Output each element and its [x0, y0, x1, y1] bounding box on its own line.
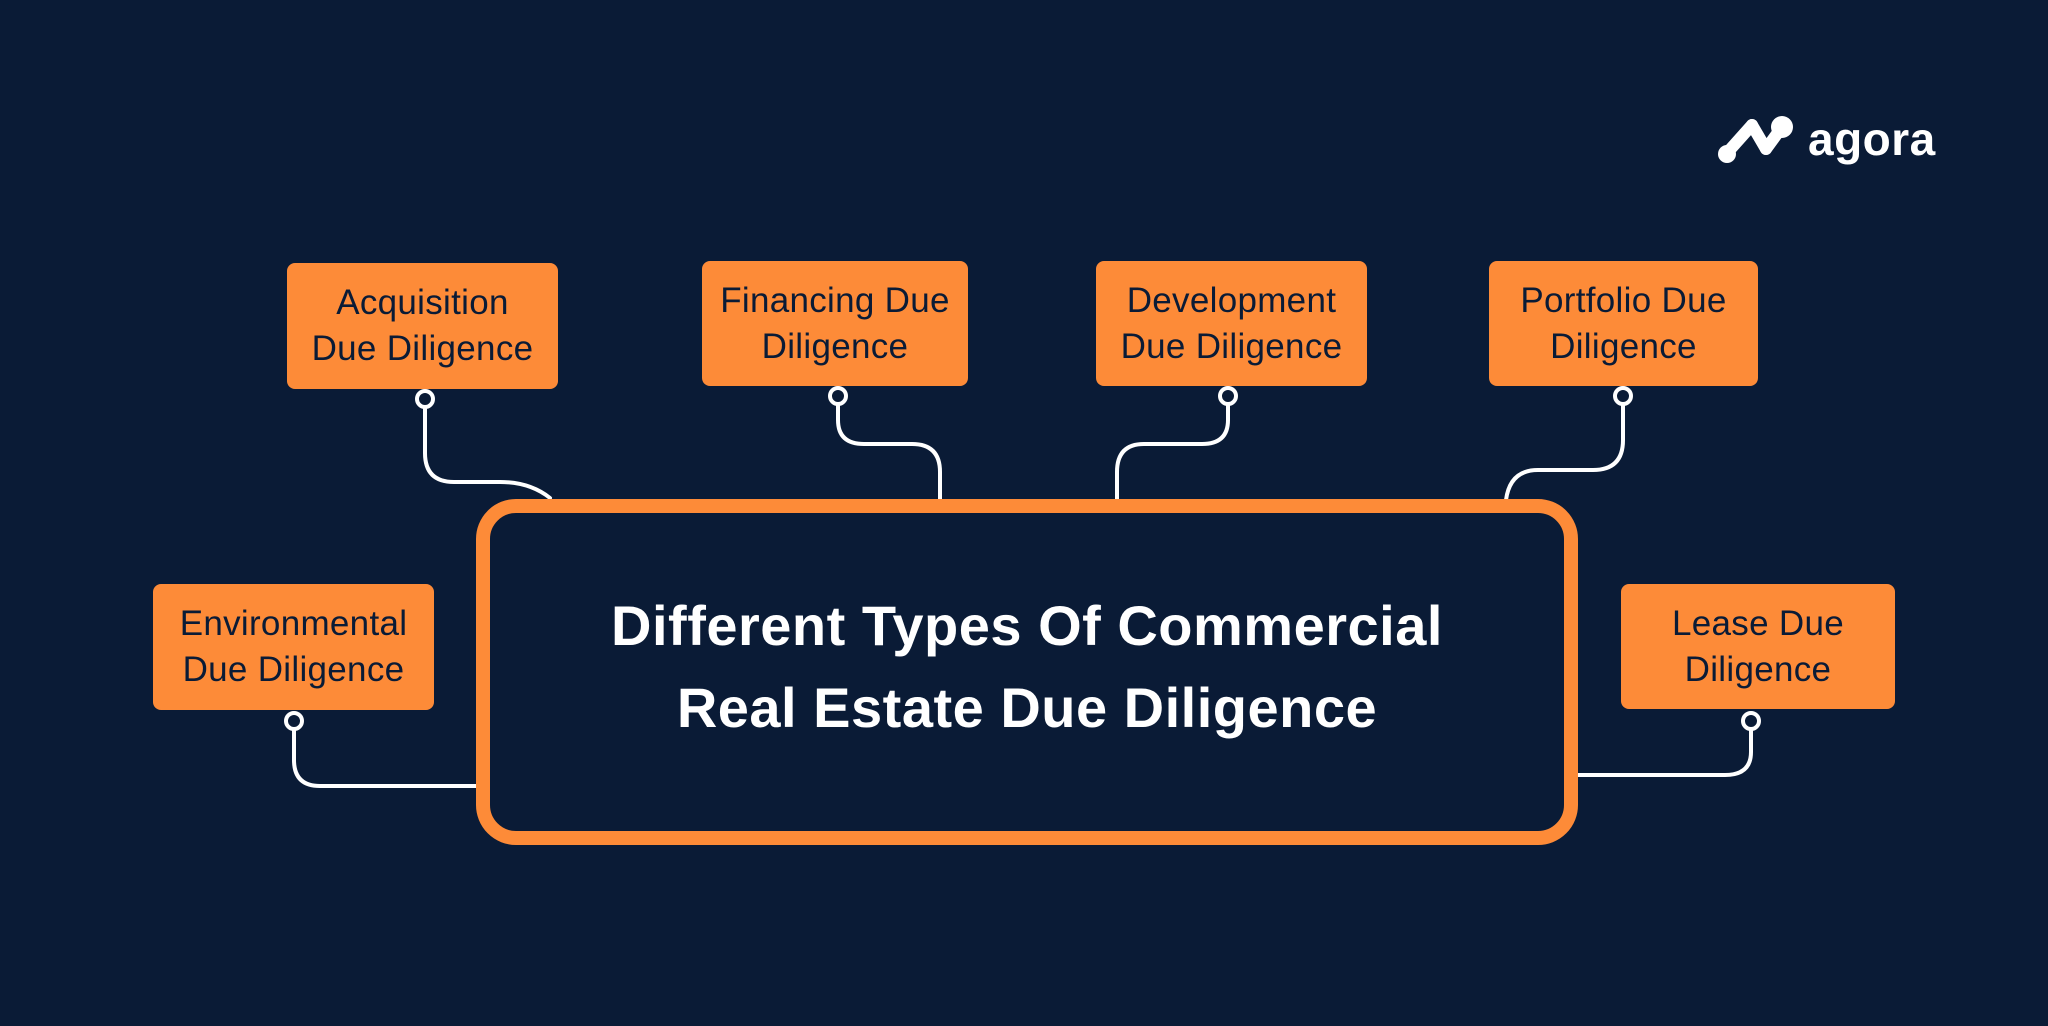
node-label: Financing Due Diligence: [720, 278, 950, 370]
connector-dot-financing: [828, 386, 848, 406]
node-label-line: Due Diligence: [1120, 326, 1343, 366]
central-topic-box: Different Types Of Commercial Real Estat…: [476, 499, 1578, 845]
node-label: Development Due Diligence: [1121, 278, 1343, 370]
connector-portfolio: [1504, 395, 1625, 502]
node-financing: Financing Due Diligence: [702, 261, 968, 386]
node-label-line: Acquisition: [336, 283, 509, 322]
connector-dot-lease: [1741, 711, 1761, 731]
node-portfolio: Portfolio Due Diligence: [1489, 261, 1758, 386]
connector-financing: [836, 395, 942, 502]
node-development: Development Due Diligence: [1096, 261, 1367, 386]
connector-dot-environmental: [284, 711, 304, 731]
node-label-line: Lease Due: [1672, 603, 1844, 643]
node-label: Acquisition Due Diligence: [312, 280, 534, 372]
node-environmental: Environmental Due Diligence: [153, 584, 434, 710]
connector-dot-portfolio: [1613, 386, 1633, 406]
node-label-line: Due Diligence: [182, 650, 405, 689]
logo-text: agora: [1808, 113, 1936, 165]
node-label-line: Environmental: [179, 604, 408, 643]
agora-logo-icon: [1718, 116, 1793, 163]
connector-dot-development: [1218, 386, 1238, 406]
central-title-line: Different Types Of Commercial: [611, 594, 1443, 657]
connector-lease: [1574, 720, 1753, 777]
node-lease: Lease Due Diligence: [1621, 584, 1895, 709]
connector-development: [1115, 395, 1230, 502]
node-label-line: Development: [1126, 280, 1337, 320]
connector-acquisition: [423, 398, 552, 500]
connector-dot-acquisition: [415, 389, 435, 409]
node-label: Lease Due Diligence: [1672, 601, 1844, 693]
node-label-line: Diligence: [1684, 649, 1832, 689]
central-topic-title: Different Types Of Commercial Real Estat…: [611, 585, 1443, 749]
central-title-line: Real Estate Due Diligence: [676, 676, 1378, 739]
node-label: Environmental Due Diligence: [180, 601, 408, 693]
node-label-line: Financing Due: [720, 280, 950, 320]
node-acquisition: Acquisition Due Diligence: [287, 263, 558, 389]
node-label: Portfolio Due Diligence: [1520, 278, 1726, 370]
connector-environmental: [292, 720, 480, 788]
node-label-line: Diligence: [761, 326, 909, 366]
node-label-line: Due Diligence: [311, 329, 534, 368]
agora-logo: agora: [1716, 112, 1936, 166]
node-label-line: Diligence: [1550, 326, 1697, 366]
node-label-line: Portfolio Due: [1520, 280, 1727, 320]
